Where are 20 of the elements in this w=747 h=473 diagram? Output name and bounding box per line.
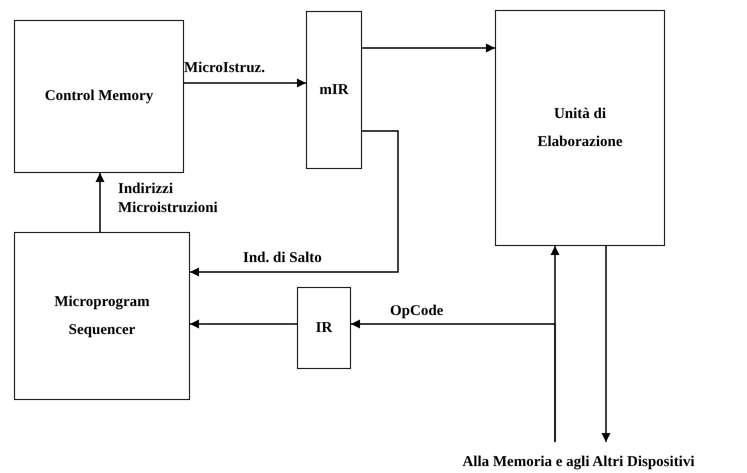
process-box bbox=[14, 232, 190, 400]
process-box bbox=[495, 10, 665, 246]
arrow bbox=[362, 44, 495, 52]
register-box bbox=[306, 11, 362, 169]
arrow bbox=[190, 130, 399, 276]
register-box bbox=[297, 287, 351, 369]
arrow bbox=[190, 320, 297, 328]
arrow bbox=[184, 78, 306, 88]
arrow bbox=[550, 246, 560, 442]
node-text: Alla Memoria e agli Altri Dispositivi bbox=[462, 452, 695, 472]
node-label: Control Memory bbox=[44, 87, 154, 106]
process-box bbox=[14, 20, 184, 173]
node-label: Unità di Elaborazione bbox=[536, 104, 624, 152]
edge-label: OpCode bbox=[390, 302, 444, 321]
node-label: Microprogram Sequencer bbox=[53, 292, 151, 340]
node-label: mIR bbox=[319, 80, 349, 100]
edge-label: Indirizzi Microistruzioni bbox=[118, 180, 219, 218]
node-label: IR bbox=[316, 318, 332, 338]
arrow bbox=[96, 173, 104, 232]
arrow bbox=[602, 246, 610, 442]
